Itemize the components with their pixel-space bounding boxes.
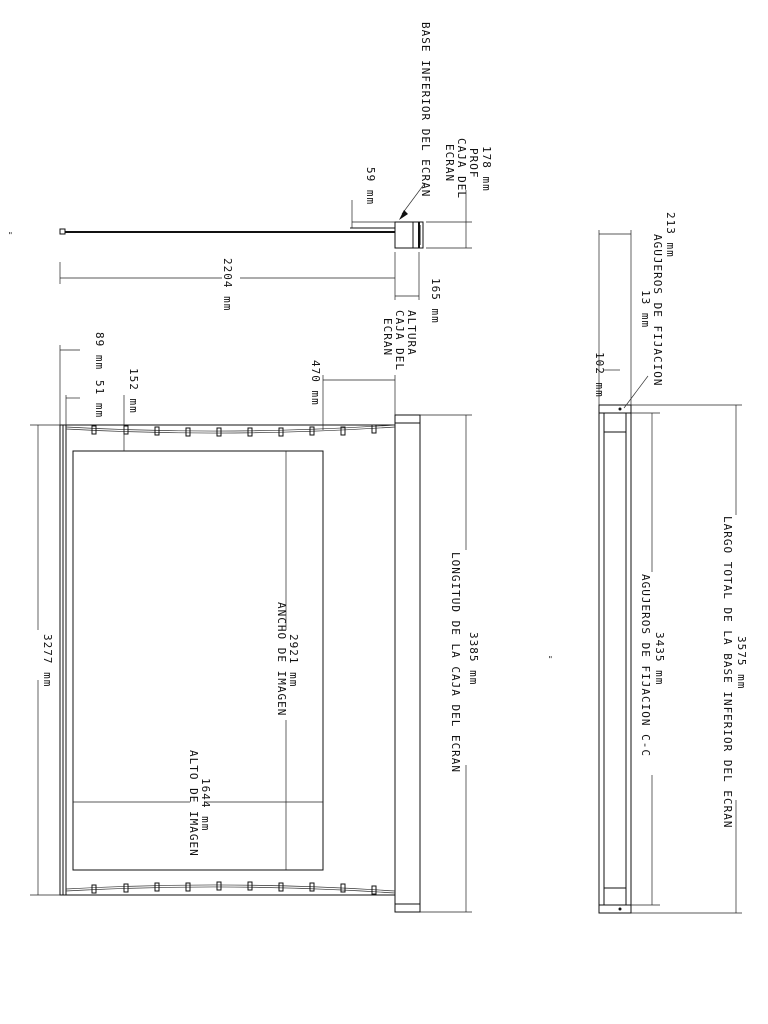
label-alto: ALTO DE IMAGEN <box>187 750 200 857</box>
dim-3385: 3385 mm <box>467 632 480 685</box>
label-altura-1: ALTURA <box>405 310 418 356</box>
dim-3435: 3435 mm <box>653 632 666 685</box>
side-view: 213 mm AGUJEROS DE FIJACION 13 mm 102 mm… <box>548 212 748 914</box>
clip <box>216 881 222 891</box>
fixing-hole <box>618 407 622 411</box>
clip <box>185 882 191 892</box>
image-area <box>72 450 324 871</box>
label-agujeros-cc: AGUJEROS DE FIJACION C-C <box>639 574 652 757</box>
clip <box>154 426 160 436</box>
leader-arrow <box>399 210 408 220</box>
clips-bottom <box>91 881 377 895</box>
end-cap <box>59 228 66 235</box>
leader-base <box>401 182 426 215</box>
dim-152: 152 mm <box>127 368 140 414</box>
leader-agujeros <box>623 375 649 409</box>
dim-178: 178 mm <box>480 146 493 192</box>
clip <box>371 885 377 895</box>
label-prof-1: PROF <box>467 148 480 179</box>
dim-470: 470 mm <box>309 360 322 406</box>
screen-box-section <box>394 221 424 249</box>
front-view: 89 mm 51 mm 152 mm 470 mm 3277 mm 2921 m… <box>8 231 480 913</box>
clip <box>309 882 315 892</box>
clip <box>340 426 346 436</box>
clip <box>278 427 284 437</box>
dim-51: 51 mm <box>93 380 106 418</box>
top-view: BASE INFERIOR DEL ECRAN 178 mm PROF CAJA… <box>59 22 493 371</box>
label-altura-3: ECRAN <box>381 318 394 356</box>
clip <box>185 427 191 437</box>
label-largo: LARGO TOTAL DE LA BASE INFERIOR DEL ECRA… <box>721 516 734 829</box>
dim-2921: 2921 mm <box>287 634 300 687</box>
clip <box>123 883 129 893</box>
clip <box>154 882 160 892</box>
label-altura-2: CAJA DEL <box>393 310 406 371</box>
cable-top-2 <box>65 426 396 434</box>
clip <box>340 883 346 893</box>
dim-3575: 3575 mm <box>735 636 748 689</box>
dim-1644: 1644 mm <box>199 778 212 831</box>
marker: " <box>8 231 13 240</box>
clip <box>91 425 97 435</box>
clips-top <box>91 424 377 437</box>
dim-102: 102 mm <box>593 352 606 398</box>
clip <box>371 424 377 434</box>
label-prof-3: ECRAN <box>443 144 456 182</box>
dim-2204: 2204 mm <box>221 258 234 311</box>
dim-165: 165 mm <box>429 278 442 324</box>
clip <box>216 427 222 437</box>
base-outer <box>598 404 632 914</box>
label-agujeros-top: AGUJEROS DE FIJACION <box>651 234 664 386</box>
clip <box>278 882 284 892</box>
clip <box>91 884 97 894</box>
cable-top <box>65 424 396 432</box>
cable-bottom <box>65 886 396 894</box>
dim-3277: 3277 mm <box>41 634 54 687</box>
label-prof-2: CAJA DEL <box>455 138 468 199</box>
screen-box <box>394 414 421 913</box>
cable-bottom-2 <box>65 884 396 892</box>
base-inner <box>603 412 627 906</box>
dim-13: 13 mm <box>639 290 652 328</box>
dim-213: 213 mm <box>664 212 677 258</box>
label-ancho: ANCHO DE IMAGEN <box>275 602 288 716</box>
dim-89: 89 mm <box>93 332 106 370</box>
clip <box>309 426 315 436</box>
label-longitud: LONGITUD DE LA CAJA DEL ECRAN <box>449 552 462 773</box>
fixing-hole <box>618 907 622 911</box>
dim-59: 59 mm <box>364 167 377 205</box>
label-base-inferior: BASE INFERIOR DEL ECRAN <box>419 22 432 197</box>
clip <box>247 427 253 437</box>
clip <box>247 881 253 891</box>
marker: " <box>548 655 553 664</box>
